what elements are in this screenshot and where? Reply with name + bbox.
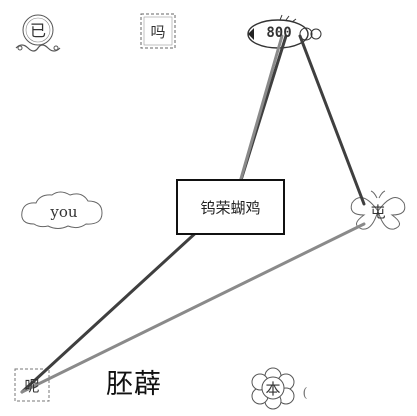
prompt-text: 胚薜 <box>106 369 162 400</box>
tile-ne[interactable]: 呢 <box>12 366 52 404</box>
tile-ne-label: 呢 <box>24 376 40 395</box>
tile-paren-label: ( <box>302 385 308 401</box>
flower-icon <box>251 367 295 410</box>
tile-ben-label: 本 <box>265 379 281 398</box>
tile-ji-label: 已 <box>29 21 46 40</box>
tile-ben[interactable]: 本 <box>244 367 302 410</box>
target-word: 钨荣蝴鸡 <box>200 198 261 217</box>
tile-ji[interactable]: 已 <box>10 10 66 54</box>
tile-badge-label: 800 <box>266 25 292 41</box>
stroke-light-1 <box>20 222 366 394</box>
tile-badge[interactable]: 800 <box>244 14 324 52</box>
tile-tun[interactable]: 屯 <box>348 190 408 232</box>
tile-ma[interactable]: 吗 <box>136 10 180 52</box>
tile-tun-label: 屯 <box>370 202 386 221</box>
tile-ma-label: 吗 <box>150 22 166 41</box>
ornament-swirl-icon <box>15 14 61 52</box>
scalloped-frame-icon <box>140 13 176 49</box>
target-word-box: 钨荣蝴鸡 <box>176 179 285 235</box>
tile-paren: ( <box>300 384 310 402</box>
cloud-icon <box>21 191 103 229</box>
tile-you[interactable]: you <box>16 190 112 234</box>
butterfly-icon <box>350 190 406 230</box>
stroke-dark-2 <box>298 34 366 206</box>
scalloped-frame-icon <box>14 368 50 402</box>
stroke-light-2 <box>234 34 284 198</box>
tile-you-label: you <box>50 203 78 221</box>
